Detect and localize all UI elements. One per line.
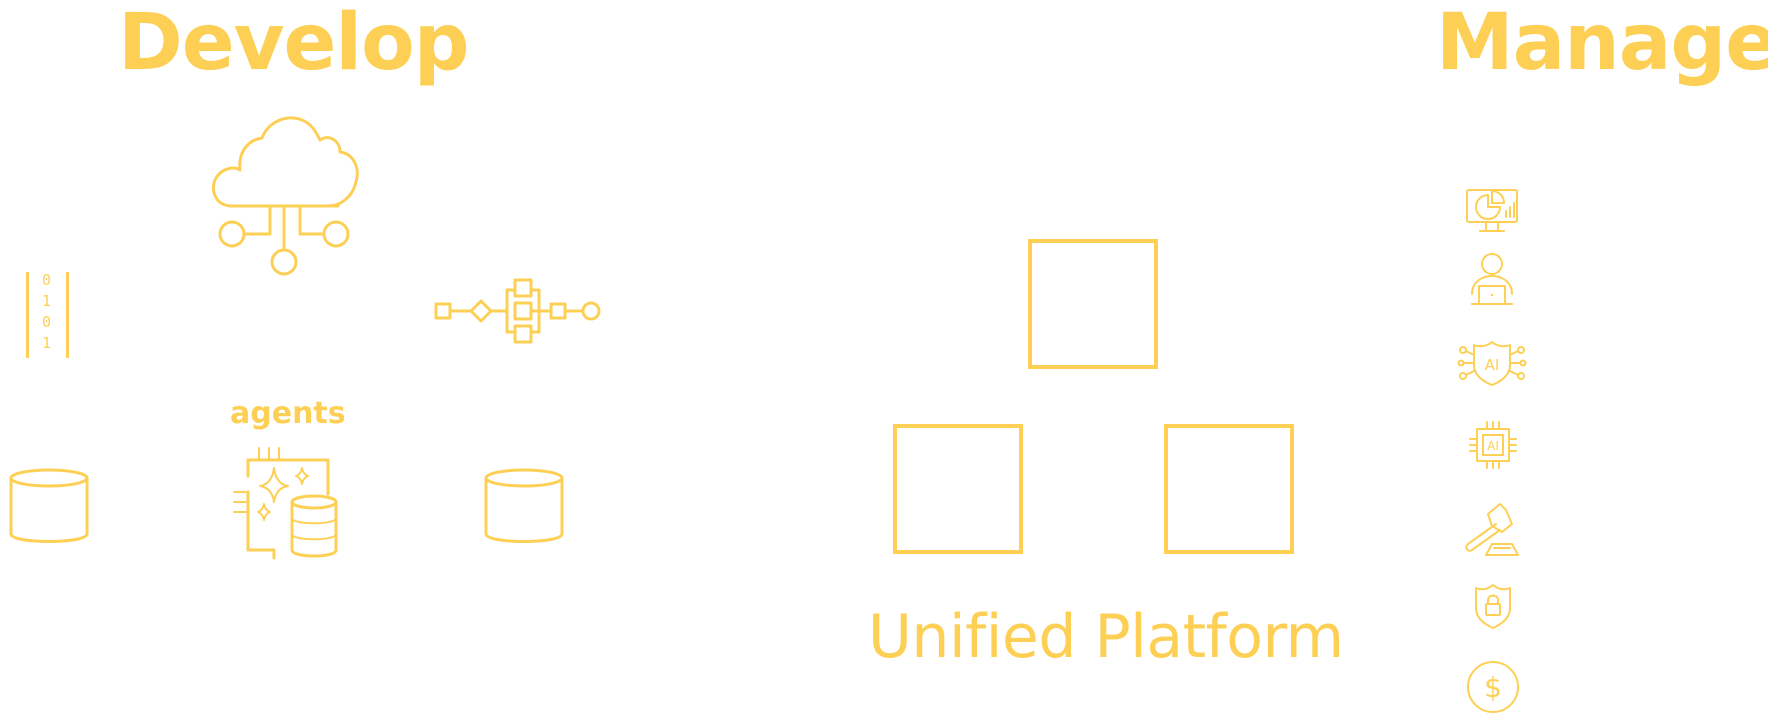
platform-box-top <box>1028 239 1158 369</box>
platform-box-bottom-left <box>893 424 1023 554</box>
binary-digit: 1 <box>42 334 52 352</box>
ai-shield-text: AI <box>1485 356 1500 374</box>
ai-shield-icon: AI <box>1457 341 1527 386</box>
ai-agent-chip-icon <box>233 447 338 560</box>
binary-right-bar <box>66 272 69 358</box>
dollar-coin-icon: $ <box>1467 661 1519 713</box>
binary-digit: 0 <box>42 313 52 331</box>
dollar-symbol: $ <box>1484 671 1502 704</box>
ai-chip-text: AI <box>1487 439 1499 453</box>
binary-data-icon: 0 1 0 1 <box>42 270 62 354</box>
platform-label: Unified Platform <box>868 602 1344 672</box>
database-icon <box>484 468 564 543</box>
database-icon <box>9 468 89 543</box>
user-laptop-icon <box>1471 253 1513 305</box>
binary-left-bar <box>26 272 29 358</box>
workflow-pipeline-icon <box>434 278 601 344</box>
ai-chip-icon: AI <box>1469 421 1517 469</box>
binary-digit: 1 <box>42 292 52 310</box>
manage-title: Manage <box>1436 0 1768 88</box>
develop-title: Develop <box>118 0 470 88</box>
agents-label: agents <box>230 396 346 431</box>
analytics-dashboard-icon <box>1466 189 1518 232</box>
cloud-network-icon <box>211 116 359 276</box>
security-shield-icon <box>1475 584 1511 629</box>
gavel-icon <box>1465 503 1519 556</box>
platform-box-bottom-right <box>1164 424 1294 554</box>
binary-digit: 0 <box>42 271 52 289</box>
